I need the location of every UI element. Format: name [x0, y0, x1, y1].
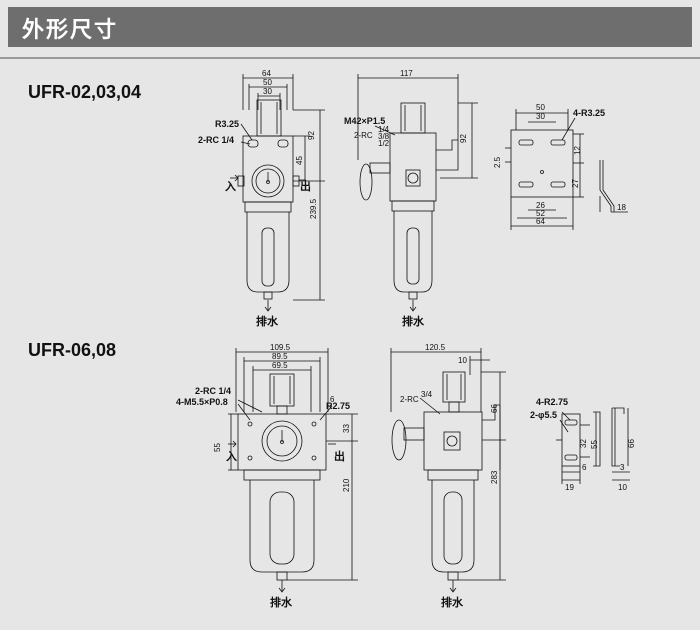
- dim-89-5: 89.5: [272, 352, 288, 361]
- dim-32: 32: [579, 439, 588, 448]
- dim-30: 30: [263, 87, 272, 96]
- drain-label-3: 排水: [270, 595, 293, 609]
- inlet-label-large: 入: [226, 450, 237, 463]
- dim-b-30: 30: [536, 112, 545, 121]
- header-divider: [0, 57, 700, 59]
- dim-b-26: 26: [536, 201, 545, 210]
- drain-label-2: 排水: [402, 314, 425, 328]
- model-title-small: UFR-02,03,04: [28, 82, 142, 102]
- dim-50: 50: [263, 78, 272, 87]
- drain-label-1: 排水: [256, 314, 279, 328]
- dim-33: 33: [342, 424, 351, 433]
- dim-6: 6: [330, 395, 335, 404]
- dim-b-18: 18: [617, 203, 626, 212]
- dim-b2-55: 55: [590, 440, 599, 449]
- model-title-large: UFR-06,08: [28, 340, 117, 360]
- dim-92-side: 92: [459, 134, 468, 143]
- small-unit-side-view: 117 M42×P1.5 2-RC 1/4 3/8 1/2 92 排水: [344, 69, 478, 328]
- dim-b2-66: 66: [627, 439, 636, 448]
- section-header: 外形尺寸: [8, 7, 692, 47]
- label-port-14: 1/4: [378, 125, 390, 134]
- label-port-38: 3/8: [378, 132, 390, 141]
- dim-b2-6: 6: [582, 463, 587, 472]
- dim-69-5: 69.5: [272, 361, 288, 370]
- dim-55-left: 55: [213, 443, 222, 452]
- label-m42: M42×P1.5: [344, 116, 385, 126]
- outlet-label-large: 出: [334, 449, 345, 463]
- dim-283: 283: [490, 470, 499, 484]
- label-r325: R3.25: [215, 119, 239, 129]
- dim-10: 10: [458, 356, 467, 365]
- large-unit-side-view: 120.5 10 2-RC 3/4 66 283 排水: [390, 343, 506, 609]
- dim-b-12: 12: [573, 146, 582, 155]
- large-bracket-drawing: 4-R2.75 2-φ5.5 32 55 66 6 19 3 10: [530, 397, 636, 492]
- label-r275: R2.75: [326, 401, 350, 411]
- dim-239-5: 239.5: [309, 198, 318, 219]
- dim-b2-10: 10: [618, 483, 627, 492]
- label-port-rc-large: 2-RC: [400, 395, 419, 404]
- label-port-12: 1/2: [378, 139, 390, 148]
- dim-b2-3: 3: [620, 463, 625, 472]
- dim-b-50: 50: [536, 103, 545, 112]
- small-bracket-drawing: 50 30 4-R3.25 12 27 2.5 26 52 64 18: [493, 103, 628, 230]
- dim-120-5: 120.5: [425, 343, 446, 352]
- label-port-rc: 2-RC: [354, 131, 373, 140]
- small-unit-front-view: 64 50 30 R3.25 2-RC 1/4 92 45 239.5 入 出: [198, 69, 325, 328]
- label-4-r325: 4-R3.25: [573, 108, 605, 118]
- dim-64: 64: [262, 69, 271, 78]
- label-m55: 4-M5.5×P0.8: [176, 397, 228, 407]
- dim-b2-19: 19: [565, 483, 574, 492]
- drain-label-4: 排水: [441, 595, 464, 609]
- outlet-label: 出: [300, 179, 311, 193]
- dim-b-64: 64: [536, 217, 545, 226]
- label-2-hole: 2-φ5.5: [530, 410, 557, 420]
- dim-b-52: 52: [536, 209, 545, 218]
- dim-109-5: 109.5: [270, 343, 291, 352]
- inlet-label: 入: [225, 180, 236, 193]
- dim-b-27: 27: [571, 179, 580, 188]
- label-port-large: 2-RC 1/4: [195, 386, 231, 396]
- dim-117: 117: [400, 69, 413, 78]
- dim-210: 210: [342, 478, 351, 492]
- dim-b-2-5: 2.5: [493, 156, 502, 168]
- dim-66: 66: [490, 404, 499, 413]
- dim-92: 92: [307, 131, 316, 140]
- label-4-r275: 4-R2.75: [536, 397, 568, 407]
- label-port-34: 3/4: [421, 390, 433, 399]
- dim-45: 45: [295, 156, 304, 165]
- large-unit-front-view: 109.5 89.5 69.5 2-RC 1/4 4-M5.5×P0.8 6 R…: [176, 343, 358, 609]
- section-title: 外形尺寸: [22, 18, 119, 43]
- label-port-size: 2-RC 1/4: [198, 135, 234, 145]
